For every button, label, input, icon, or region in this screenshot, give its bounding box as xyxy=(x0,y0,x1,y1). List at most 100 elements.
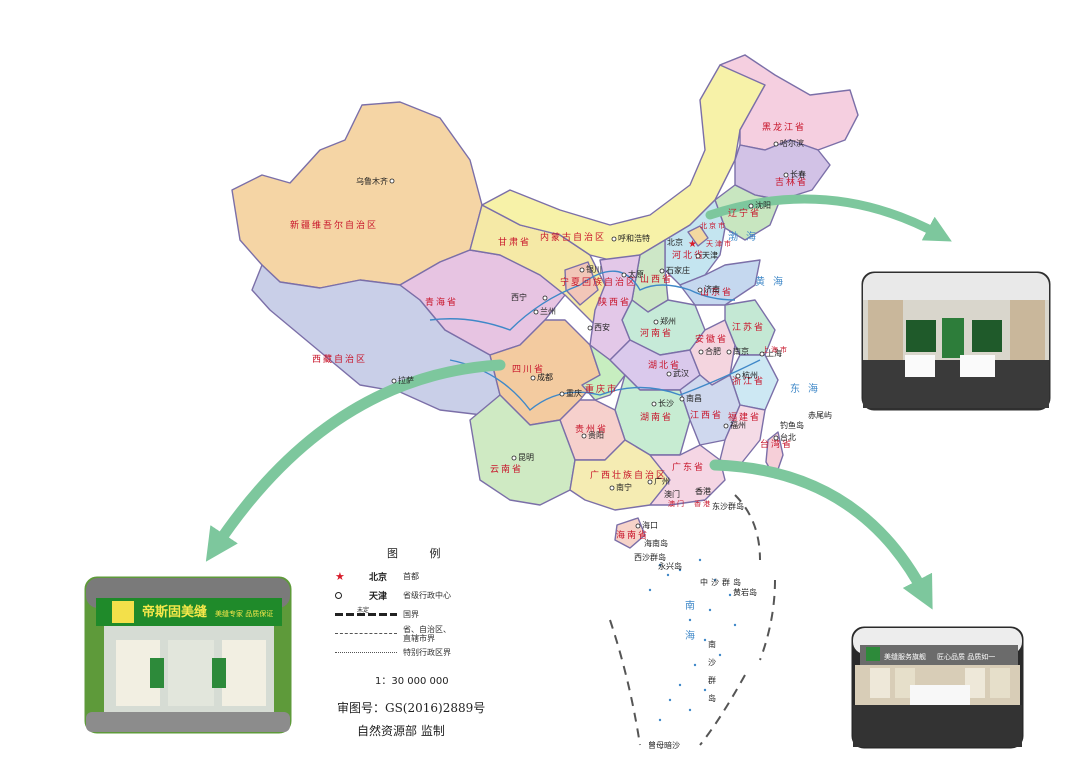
map-legend: 图 例 ★ 北京 首都 天津 省级行政中心 未定 国界 省、自治区、直辖市界 特… xyxy=(335,545,510,739)
legend-title: 图 例 xyxy=(387,547,455,560)
approval-number: 审图号：GS(2016)2889号 xyxy=(337,701,486,715)
label-liaoning: 辽宁省 xyxy=(728,207,761,219)
label-hebei: 河北省 xyxy=(672,249,705,261)
sea-nanhai: 南海 xyxy=(683,599,695,660)
label-tianjin-region: 天津市 xyxy=(706,239,733,248)
legend-label-capital: 北京 xyxy=(369,573,388,583)
city-yinchuan: 银川 xyxy=(586,264,602,274)
capital-star-icon: ★ xyxy=(688,239,697,250)
label-taiwan: 台湾省 xyxy=(760,438,793,450)
label-hunan: 湖南省 xyxy=(640,411,673,423)
svg-text:帝斯固美缝: 帝斯固美缝 xyxy=(142,604,207,620)
city-shenyang: 沈阳 xyxy=(755,200,771,210)
sar-border-icon xyxy=(335,651,403,654)
city-chengdu: 成都 xyxy=(537,372,553,382)
city-shanghai: 上海 xyxy=(766,348,782,358)
city-macao: 澳门 xyxy=(664,489,680,499)
label-shaanxi: 陕西省 xyxy=(598,296,631,308)
star-icon: ★ xyxy=(335,570,345,583)
label-guangxi: 广西壮族自治区 xyxy=(590,469,667,481)
city-changsha: 长沙 xyxy=(658,398,674,408)
island-huangyan: 黄岩岛 xyxy=(733,587,757,597)
city-urumqi: 乌鲁木齐 xyxy=(356,176,388,186)
city-harbin: 哈尔滨 xyxy=(780,138,804,148)
region-guangdong xyxy=(649,444,726,506)
svg-text:美缝服务旗舰: 美缝服务旗舰 xyxy=(884,652,926,661)
map-scale: 1：30 000 000 xyxy=(375,676,449,687)
label-heilongjiang: 黑龙江省 xyxy=(762,121,806,133)
city-nanning: 南宁 xyxy=(616,482,632,492)
city-nanjing: 南京 xyxy=(733,346,749,356)
island-hainan: 海南岛 xyxy=(644,538,668,548)
city-chongqing: 重庆 xyxy=(566,388,582,398)
city-wuhan: 武汉 xyxy=(673,368,689,378)
city-xian: 西安 xyxy=(594,322,610,332)
label-hubei: 湖北省 xyxy=(648,359,681,371)
legend-row-provincial-center: 天津 省级行政中心 xyxy=(335,586,510,605)
legend-row-sar-border: 特别行政区界 xyxy=(335,643,510,662)
legend-desc-national-border: 国界 xyxy=(403,610,419,619)
city-lhasa: 拉萨 xyxy=(398,375,414,385)
island-zengmu: 曾母暗沙 xyxy=(648,740,680,750)
island-diaoyudao: 钓鱼岛 xyxy=(780,420,804,430)
label-ningxia: 宁夏回族自治区 xyxy=(560,276,637,288)
label-fujian: 福建省 xyxy=(728,411,761,423)
city-taiyuan: 太原 xyxy=(628,269,644,279)
city-hefei: 合肥 xyxy=(705,346,721,356)
islands-dots xyxy=(648,558,737,722)
svg-text:美缝专家 品质保证: 美缝专家 品质保证 xyxy=(215,609,273,618)
label-qinghai: 青海省 xyxy=(425,296,458,308)
city-fuzhou: 福州 xyxy=(730,421,746,430)
label-tibet: 西藏自治区 xyxy=(312,353,367,365)
island-nansha: 南沙群岛 xyxy=(708,639,717,712)
provincial-border-icon xyxy=(335,632,403,635)
city-nanchang: 南昌 xyxy=(686,393,702,403)
legend-desc-provincial-center: 省级行政中心 xyxy=(403,591,451,600)
label-beijing-region: 北京市 xyxy=(700,221,727,230)
region-jilin xyxy=(734,139,831,201)
city-jinan: 济南 xyxy=(704,284,720,294)
city-xining: 西宁 xyxy=(511,292,527,302)
region-qinghai xyxy=(399,249,566,356)
city-guiyang: 贵阳 xyxy=(588,430,604,440)
island-yongxing: 永兴岛 xyxy=(658,561,682,571)
label-anhui: 安徽省 xyxy=(695,333,728,345)
city-tianjin: 天津 xyxy=(702,250,718,260)
label-inner-mongolia: 内蒙古自治区 xyxy=(540,231,606,243)
label-guizhou: 贵州省 xyxy=(575,423,608,435)
region-beijing xyxy=(687,225,709,247)
label-guangdong: 广东省 xyxy=(672,461,705,473)
legend-desc-capital: 首都 xyxy=(403,572,419,581)
rivers xyxy=(429,270,761,412)
city-haikou: 海口 xyxy=(642,520,658,530)
legend-desc-provincial-border: 省、自治区、直辖市界 xyxy=(403,624,451,643)
undetermined-note: 未定 xyxy=(357,607,370,614)
city-zhengzhou: 郑州 xyxy=(660,316,676,326)
province-shapes xyxy=(231,54,859,549)
legend-desc-sar-border: 特别行政区界 xyxy=(403,648,451,657)
legend-row-capital: ★ 北京 首都 xyxy=(335,567,510,586)
label-yunnan: 云南省 xyxy=(490,463,523,475)
legend-row-provincial-border: 省、自治区、直辖市界 xyxy=(335,624,510,643)
label-hainan: 海南省 xyxy=(616,529,649,541)
connection-arrows xyxy=(205,194,952,610)
label-zhejiang: 浙江省 xyxy=(732,375,765,387)
label-shanxi: 山西省 xyxy=(640,273,673,285)
city-beijing: 北京 xyxy=(667,237,683,247)
city-taipei: 台北 xyxy=(780,432,796,442)
legend-label-provincial-center: 天津 xyxy=(369,592,388,602)
island-chiweiyu: 赤尾屿 xyxy=(808,411,832,420)
city-guangzhou: 广州 xyxy=(654,476,670,486)
circle-icon xyxy=(335,592,369,599)
city-hohhot: 呼和浩特 xyxy=(618,233,650,243)
label-hongkong-region: 香港 xyxy=(694,499,712,508)
photo-showroom-top xyxy=(858,268,1054,414)
label-jiangsu: 江苏省 xyxy=(732,321,765,333)
label-jiangxi: 江西省 xyxy=(690,409,723,421)
region-heilongjiang xyxy=(719,54,859,151)
city-hongkong: 香港 xyxy=(695,486,711,496)
svg-text:匠心品质 品质如一: 匠心品质 品质如一 xyxy=(937,652,995,661)
island-zhongsha: 中沙群岛 xyxy=(700,577,744,587)
label-xinjiang: 新疆维吾尔自治区 xyxy=(290,219,378,231)
south-sea-boundary xyxy=(609,494,776,746)
